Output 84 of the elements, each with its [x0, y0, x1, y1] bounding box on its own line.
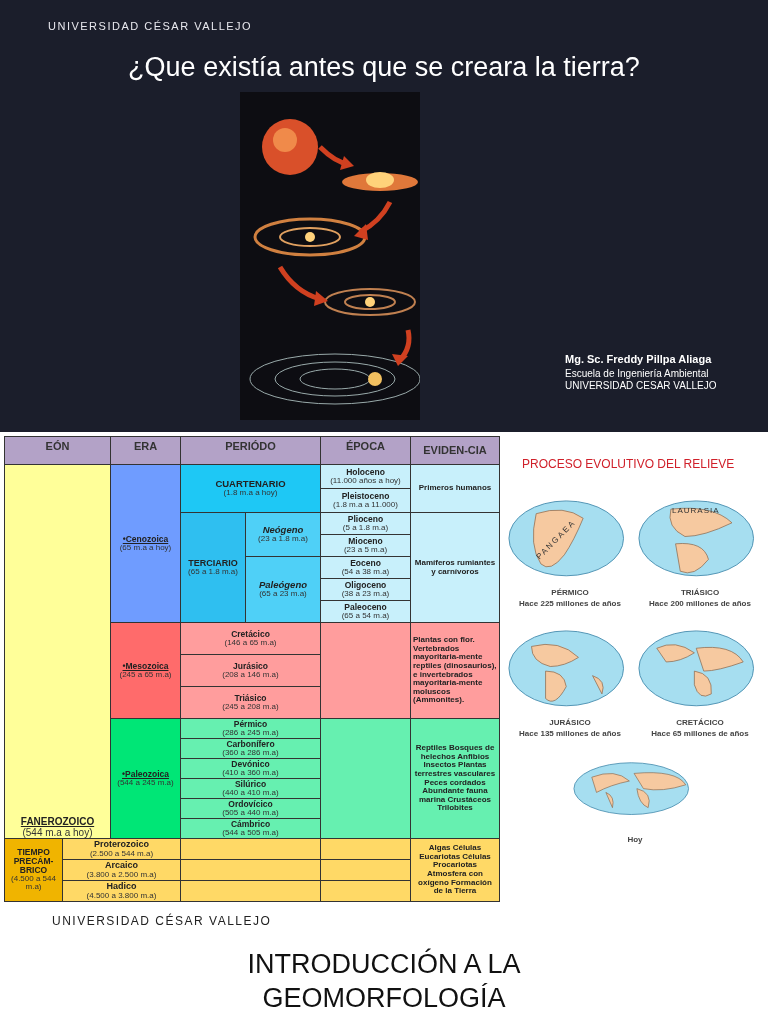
column-header: EÓN [4, 436, 111, 465]
date-range: (38 a 23 m.a) [341, 589, 390, 599]
date-range: (208 a 146 m.a) [222, 670, 279, 680]
column-header: ÉPOCA [320, 436, 411, 465]
period-name: Arcaico [105, 861, 138, 871]
period-name: Plioceno [347, 514, 384, 524]
period-name: Paleoceno [344, 602, 387, 612]
eon-name: TIEMPO PRECÁM-BRICO [12, 848, 55, 875]
period-name: Cretácico [231, 629, 270, 639]
period-name: Pérmico [233, 719, 268, 729]
author-school: Escuela de Ingeniería Ambiental [565, 368, 709, 379]
date-range: (245 a 65 m.a) [119, 670, 172, 680]
date-range: (65 m.a a hoy) [119, 543, 172, 553]
evidence-text: Mamíferos rumiantes y carnívoros [413, 558, 497, 577]
date-range: (286 a 245 m.a) [222, 728, 279, 738]
evidence-text: Algas Células Eucariotas Células Procariotas Atmosfera con oxígeno Formación de la Tierra [417, 844, 493, 896]
period-name: Paleógeno [258, 580, 307, 591]
period-name: Jurásico [233, 661, 268, 671]
evidence-text: Reptiles Bosques de helechos Anfibios Insectos Plantas terrestres vasculares Peces cordados Abundante fauna marina Crustáceos Trilobites [413, 744, 497, 813]
date-range: (3.800 a 2.500 m.a) [86, 870, 157, 879]
period-name: •Cenozoica [122, 534, 169, 544]
date-range: (54 a 38 m.a) [341, 567, 390, 577]
date-range: (1.8 m.a a 11.000) [333, 500, 398, 510]
column-header: EVIDEN-CIA [410, 436, 500, 465]
author-name: Mg. Sc. Freddy Pillpa Aliaga [565, 353, 712, 365]
period-name: Oligoceno [344, 580, 387, 590]
author-university: UNIVERSIDAD CESAR VALLEJO [565, 380, 717, 391]
date-range: (544 m.a a hoy) [22, 827, 93, 838]
map-caption: Hace 225 millones de años [518, 599, 622, 608]
eon-name: FANEROZOICO [20, 817, 95, 828]
section-heading: PROCESO EVOLUTIVO DEL RELIEVE [522, 457, 735, 471]
date-range: (11.000 años a hoy) [330, 476, 401, 486]
period-name: Triásico [234, 693, 267, 703]
map-caption: Hoy [626, 835, 644, 844]
slide-title: ¿Que existía antes que se creara la tierra? [127, 52, 641, 83]
period-name: Eoceno [350, 558, 381, 568]
period-name: Pleistoceno [341, 491, 390, 501]
date-range: (440 a 410 m.a) [222, 788, 279, 798]
period-name: TERCIARIO [188, 558, 238, 568]
date-range: (2.500 a 544 m.a) [89, 849, 154, 858]
map-caption: PÉRMICO [550, 588, 590, 597]
date-range: (5 a 1.8 m.a) [342, 523, 389, 533]
date-range: (23 a 1.8 m.a) [258, 535, 308, 544]
map-caption: Hace 200 millones de años [648, 599, 752, 608]
date-range: (23 a 5 m.a) [343, 545, 388, 555]
period-name: •Mesozoica [122, 661, 169, 671]
map-caption: JURÁSICO [548, 718, 592, 727]
evidence-text: Primeros humanos [417, 484, 493, 493]
date-range: (1.8 m.a a hoy) [223, 489, 278, 498]
period-name: Devónico [231, 759, 270, 769]
date-range: (245 a 208 m.a) [222, 702, 279, 712]
map-label: LAURASIA [672, 506, 720, 515]
date-range: (544 a 505 m.a) [222, 828, 279, 838]
column-header: ERA [110, 436, 181, 465]
map-caption: TRIÁSICO [679, 588, 721, 597]
date-range: (360 a 286 m.a) [222, 748, 279, 758]
date-range: (544 a 245 m.a) [117, 778, 174, 788]
evidence-text: Plantas con flor. Vertebrados mayoritaria-mente reptiles (dinosaurios), e invertebrados mayoritaria-mente moluscos (Ammonites). [412, 636, 498, 705]
period-name: Holoceno [346, 467, 385, 477]
period-name: Mioceno [348, 536, 383, 546]
date-range: (146 a 65 m.a) [224, 638, 277, 648]
date-range: (65 a 1.8 m.a) [188, 568, 238, 577]
date-range: (65 a 23 m.a) [259, 590, 307, 599]
column-header: PERIÓDO [180, 436, 321, 465]
date-range: (65 a 54 m.a) [341, 611, 390, 621]
period-name: Silúrico [234, 779, 267, 789]
period-name: Hadico [106, 882, 137, 892]
period-name: Carbonífero [226, 739, 275, 749]
period-name: Ordovícico [228, 799, 273, 809]
slide-title: INTRODUCCIÓN A LA GEOMORFOLOGÍA [246, 948, 522, 1015]
university-name: UNIVERSIDAD CÉSAR VALLEJO [48, 20, 253, 32]
period-name: CUARTENARIO [215, 479, 286, 490]
period-name: Neógeno [262, 525, 304, 536]
map-caption: CRETÁCICO [675, 718, 725, 727]
date-range: (4.500 a 544 m.a) [10, 875, 57, 892]
university-name: UNIVERSIDAD CÉSAR VALLEJO [52, 914, 272, 928]
period-name: Cámbrico [230, 819, 271, 829]
date-range: (4.500 a 3.800 m.a) [86, 891, 157, 900]
date-range: (410 a 360 m.a) [222, 768, 279, 778]
period-name: •Paleozoica [122, 769, 169, 779]
map-caption: Hace 65 millones de años [650, 729, 750, 738]
date-range: (505 a 440 m.a) [222, 808, 279, 818]
map-caption: Hace 135 millones de años [518, 729, 622, 738]
period-name: Proterozoico [94, 840, 149, 850]
